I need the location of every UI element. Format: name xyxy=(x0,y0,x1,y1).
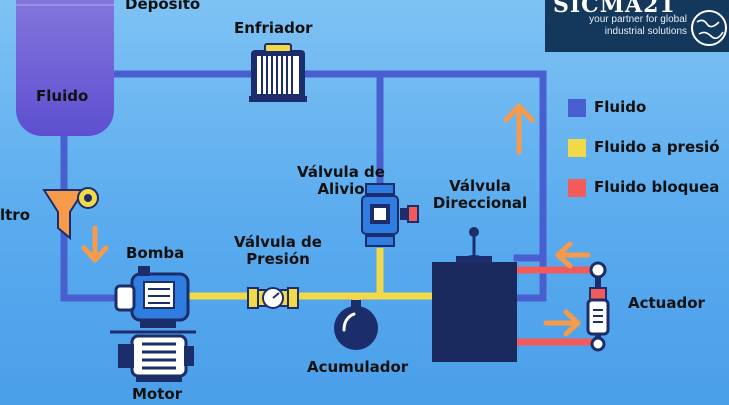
legend-label-pressure: Fluido a presió xyxy=(594,138,720,157)
legend-item-fluid: Fluido xyxy=(568,99,646,117)
tank-title-label: Depósito xyxy=(125,0,201,13)
tank-fluid-label: Fluido xyxy=(36,87,89,105)
legend-swatch-blocked xyxy=(568,179,586,197)
arrow-left-icon xyxy=(555,241,591,269)
arrow-down-icon xyxy=(81,225,109,263)
arrow-up-icon xyxy=(503,103,535,155)
filter-icon xyxy=(42,187,99,241)
legend-swatch-pressure xyxy=(568,139,586,157)
legend-item-blocked: Fluido bloquea xyxy=(568,179,719,197)
tank xyxy=(16,0,114,136)
cooler-label: Enfriador xyxy=(234,19,313,37)
accumulator-label: Acumulador xyxy=(307,358,409,376)
legend-item-pressure: Fluido a presió xyxy=(568,139,720,157)
cooler-icon xyxy=(249,43,307,102)
blocked-lines xyxy=(517,266,596,346)
filter-label: ltro xyxy=(0,206,31,224)
motor-icon xyxy=(118,334,194,382)
return-line-top xyxy=(100,70,547,302)
pressure-valve-icon xyxy=(247,287,299,309)
pump-icon xyxy=(110,266,196,334)
actuator-label: Actuador xyxy=(628,294,705,312)
company-logo: SICMA21 your partner for global industri… xyxy=(545,0,729,52)
logo-tagline-line-2: industrial solutions xyxy=(604,26,687,37)
globe-icon xyxy=(691,10,727,46)
pump-label: Bomba xyxy=(126,244,185,262)
arrow-right-icon xyxy=(543,309,581,337)
legend-swatch-fluid xyxy=(568,99,586,117)
logo-tagline: your partner for global industrial solut… xyxy=(589,14,687,38)
legend-label-fluid: Fluido xyxy=(594,98,647,117)
logo-tagline-line-1: your partner for global xyxy=(589,14,687,25)
relief-valve-icon xyxy=(361,183,419,247)
actuator-icon xyxy=(586,261,610,352)
motor-label: Motor xyxy=(132,385,183,403)
directional-valve-block xyxy=(432,227,517,362)
accumulator-icon xyxy=(334,300,378,350)
logo-brand: SICMA21 xyxy=(553,0,676,18)
legend-label-blocked: Fluido bloquea xyxy=(594,178,720,197)
suction-line xyxy=(60,132,122,302)
